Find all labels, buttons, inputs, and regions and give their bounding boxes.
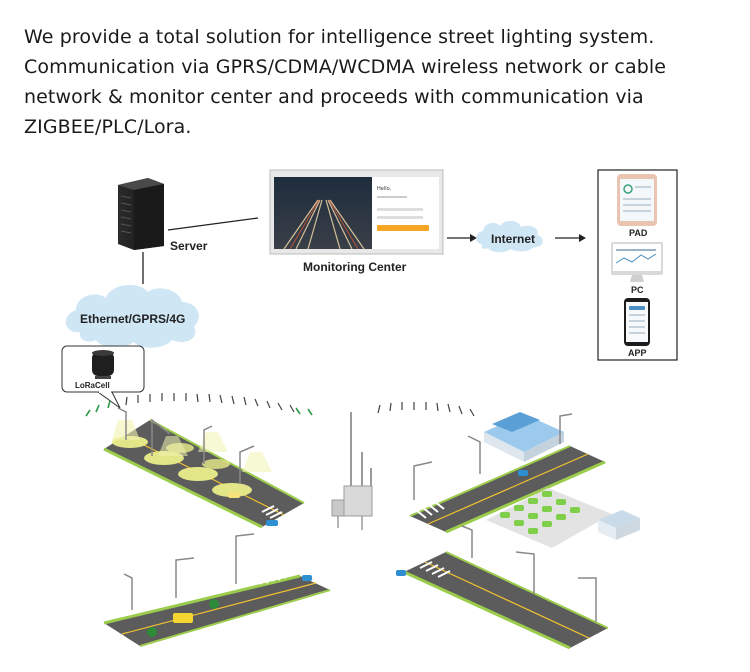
building-icon bbox=[484, 412, 564, 462]
loracell-label: LoRaCell bbox=[75, 381, 110, 390]
arrow-to-internet bbox=[447, 234, 477, 242]
server-rack-icon bbox=[118, 178, 164, 250]
loracell-gateway-icon bbox=[92, 350, 114, 379]
internet-label: Internet bbox=[491, 232, 535, 246]
monitoring-center-screen: Hello, bbox=[269, 169, 444, 255]
network-cloud-label: Ethernet/GPRS/4G bbox=[80, 312, 185, 326]
pad-label: PAD bbox=[629, 228, 648, 238]
street-road-right-top bbox=[409, 445, 606, 534]
pc-monitor-icon bbox=[611, 242, 663, 282]
parking-lot bbox=[486, 488, 640, 548]
signal-arc-left bbox=[85, 400, 111, 417]
street-road-right-bottom bbox=[396, 551, 609, 650]
smartphone-icon bbox=[624, 298, 650, 346]
screen-greeting: Hello, bbox=[377, 186, 392, 192]
tablet-icon bbox=[617, 174, 657, 226]
street-poles-right-bottom bbox=[461, 525, 597, 622]
intro-text: We provide a total solution for intellig… bbox=[24, 26, 667, 138]
pc-label: PC bbox=[631, 285, 644, 295]
signal-arc-left-gray bbox=[125, 393, 295, 413]
server-label: Server bbox=[170, 239, 208, 253]
server-monitor-link bbox=[167, 217, 259, 231]
street-poles-bottom-left bbox=[123, 533, 255, 610]
internet-cloud-icon bbox=[476, 220, 543, 253]
monitoring-center-label: Monitoring Center bbox=[303, 260, 407, 274]
street-road-bottom-left bbox=[103, 568, 331, 647]
signal-arc-right bbox=[377, 402, 475, 417]
street-poles-right-top bbox=[413, 413, 573, 500]
arrow-to-devices bbox=[555, 234, 586, 242]
app-label: APP bbox=[628, 348, 647, 358]
communication-tower-icon bbox=[331, 412, 373, 530]
signal-arc-right-green bbox=[295, 407, 313, 416]
street-poles-top-left bbox=[117, 407, 255, 484]
network-cloud-icon bbox=[65, 284, 199, 348]
